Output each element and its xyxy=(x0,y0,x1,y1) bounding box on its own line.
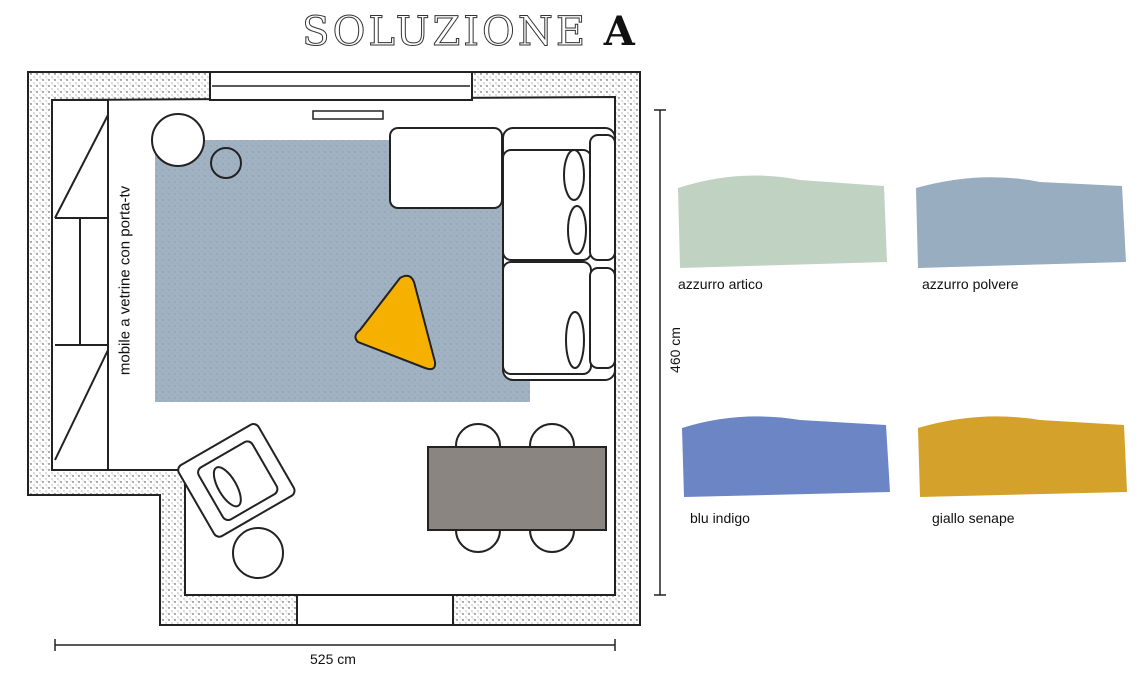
armchair-top xyxy=(389,127,503,209)
small-side-table xyxy=(210,147,242,179)
armchair-bottom xyxy=(177,423,296,538)
height-dimension-line xyxy=(654,109,666,596)
swatch-giallo-senape xyxy=(918,416,1127,497)
width-dimension-line xyxy=(54,639,616,651)
tv-cabinet xyxy=(51,99,109,471)
title-text: SOLUZIONE xyxy=(302,9,589,56)
height-dimension: 460 cm xyxy=(667,327,683,373)
swatch-label: giallo senape xyxy=(932,510,1015,526)
pouf xyxy=(354,274,437,371)
side-table xyxy=(151,113,205,167)
page-title: SOLUZIONE A xyxy=(0,8,940,56)
swatch-label: azzurro polvere xyxy=(922,276,1019,292)
swatch-azzurro-polvere xyxy=(916,177,1126,268)
sofa xyxy=(502,127,616,381)
side-table-bottom xyxy=(232,527,284,579)
width-dimension: 525 cm xyxy=(310,651,356,667)
title-letter: A xyxy=(603,8,638,55)
radiator xyxy=(312,110,384,120)
dining-table xyxy=(427,446,607,531)
swatch-label: blu indigo xyxy=(690,510,750,526)
door-opening xyxy=(296,594,454,626)
swatch-blu-indigo xyxy=(682,416,890,497)
furniture-label: mobile a vetrine con porta-tv xyxy=(116,185,134,376)
swatch-label: azzurro artico xyxy=(678,276,763,292)
swatch-azzurro-artico xyxy=(678,175,887,268)
